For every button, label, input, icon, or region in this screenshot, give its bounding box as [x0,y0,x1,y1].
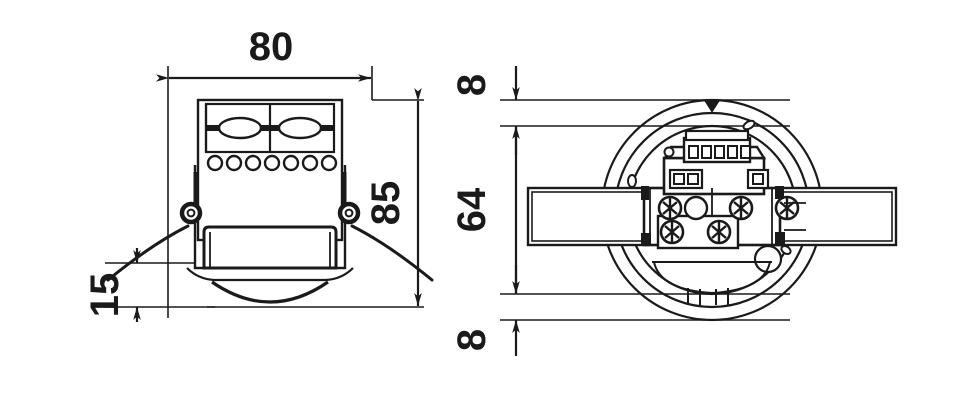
protrusion-dimension-15: 15 [83,248,141,322]
lens-collar [202,225,338,270]
oval-terminal-left [217,116,263,140]
screw-head [774,195,800,221]
connector-contact [740,145,751,159]
vent-hole [206,154,224,172]
bottom-gap-dimension-8: 8 [450,265,520,356]
screw-head [657,195,683,221]
dimension-label-15: 15 [83,273,127,318]
bottom-lens-region [652,261,772,305]
top-plan-view: 8 64 8 [450,66,898,356]
ring-tabs [627,119,792,274]
vent-hole [263,154,281,172]
screw-head-group [657,195,800,245]
lens-outline [653,261,771,295]
sensor-dome [211,280,329,304]
spring-clip-right [350,224,434,282]
connector-contact [688,145,699,159]
oval-terminal-right [277,116,323,140]
dimension-label-8-bottom: 8 [450,329,494,351]
mounting-bracket-left-inner [531,191,645,242]
vent-hole-row [206,154,338,172]
lens-collar-body [202,225,338,270]
contact-pad [752,173,764,185]
ring-tab-bottom-right [780,244,792,256]
screw-head [728,195,754,221]
ring-tab-left [627,174,637,188]
vent-hole [244,154,262,172]
plate-end-cap [775,186,784,199]
alignment-notch-icon [704,100,720,113]
connector-contact [701,145,712,159]
bottom-flange [186,267,354,282]
connector-corner-node [663,146,675,158]
vent-hole [225,154,243,172]
terminal-connector-block [662,129,770,190]
plate-end-caps [641,186,785,246]
connector-contact [727,145,738,159]
contact-pad [673,173,685,185]
pivot-boss-right-hole [344,208,354,218]
plate-end-cap [775,232,785,246]
front-elevation-view: 80 85 15 [83,25,434,322]
screw-head [659,219,685,245]
pivot-bosses [179,201,361,225]
pivot-boss-left-hole [186,208,196,218]
spring-clip-arms [106,224,434,282]
side-rails [193,172,347,207]
connector-top-lip [684,129,750,142]
dimension-label-64: 64 [450,187,494,232]
height-dimension-85: 85 [364,88,422,306]
ring-tab-top-right [742,119,756,131]
extension-lines-left-view [105,66,424,318]
mounting-brackets [526,186,898,247]
dimension-label-8-top: 8 [450,74,494,96]
contact-pad [687,173,699,185]
mounting-bracket-right-inner [779,191,893,242]
vent-hole [301,154,319,172]
dimension-label-80: 80 [249,25,294,69]
dimension-label-85: 85 [364,181,408,226]
extension-lines-right-view [500,99,790,321]
spring-clip-left [106,224,190,282]
width-dimension-80: 80 [156,25,371,82]
plate-end-cap [641,233,651,246]
blank-hole [683,195,709,221]
vent-hole [282,154,300,172]
plate-detail-lines [649,188,806,245]
connector-contact [714,145,725,159]
screw-head [706,219,732,245]
plate-end-cap [641,186,649,200]
vent-hole [320,154,338,172]
